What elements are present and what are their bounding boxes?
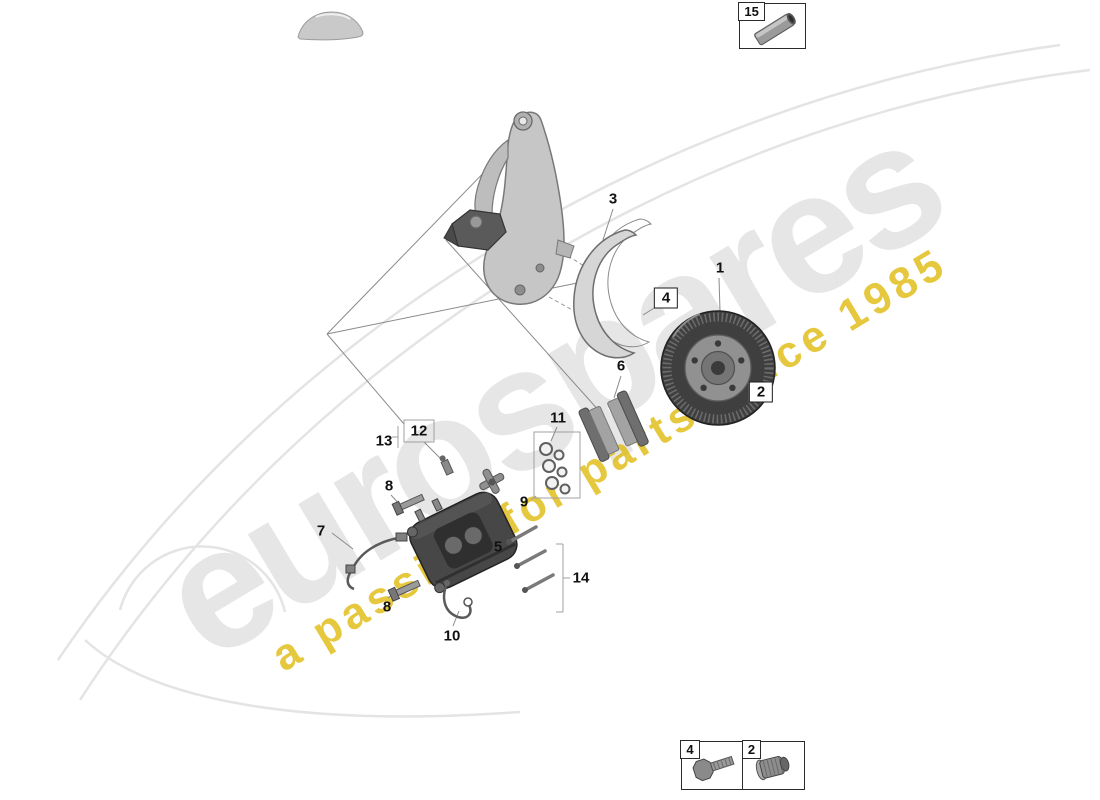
inset-label-4[interactable]: 4 xyxy=(680,740,700,760)
bolt-part-icon xyxy=(692,755,735,782)
brake-disc xyxy=(660,310,776,426)
callout-12[interactable]: 12 xyxy=(410,422,428,440)
car-silhouette-icon xyxy=(297,11,364,41)
inset-label-2[interactable]: 2 xyxy=(741,740,762,760)
pad-retainer xyxy=(479,468,505,494)
brake-caliper xyxy=(406,491,518,594)
group-brackets xyxy=(392,419,581,613)
inset-label-15[interactable]: 15 xyxy=(738,2,765,22)
guide-bolt-upper xyxy=(391,493,425,516)
callout-1[interactable]: 1 xyxy=(715,259,725,277)
wheel-carrier xyxy=(443,111,575,305)
callout-13[interactable]: 13 xyxy=(375,432,393,450)
seal-ring-kit xyxy=(539,442,571,495)
callout-4[interactable]: 4 xyxy=(653,287,679,309)
callout-3[interactable]: 3 xyxy=(608,190,618,208)
callout-11[interactable]: 11 xyxy=(550,409,566,427)
inset-box-15: 15 xyxy=(738,2,806,49)
callout-9[interactable]: 9 xyxy=(519,493,529,511)
callout-8-lower[interactable]: 8 xyxy=(382,598,392,616)
callout-14[interactable]: 14 xyxy=(572,569,590,587)
callout-8-upper[interactable]: 8 xyxy=(384,477,394,495)
sleeve-part-icon xyxy=(754,13,796,46)
inset-box-4: 4 xyxy=(680,740,744,790)
background-swoosh-curves xyxy=(56,43,1091,718)
callout-7[interactable]: 7 xyxy=(316,522,326,540)
brake-pads xyxy=(578,390,649,462)
callout-2[interactable]: 2 xyxy=(748,381,774,403)
splash-shield xyxy=(573,218,653,359)
screw-plug-part-icon xyxy=(756,755,790,781)
guide-bolt-lower xyxy=(387,579,421,602)
callout-6[interactable]: 6 xyxy=(616,357,626,375)
callout-5[interactable]: 5 xyxy=(493,538,503,556)
brake-pipe xyxy=(442,580,473,619)
brake-hose xyxy=(345,532,408,591)
inset-box-2: 2 xyxy=(741,740,806,790)
pin-kit xyxy=(506,525,555,593)
callout-10[interactable]: 10 xyxy=(443,627,461,645)
dashed-leader-lines xyxy=(548,251,585,313)
bottom-inset-row: 4 2 xyxy=(680,740,806,790)
bleeder-valve xyxy=(439,455,454,476)
